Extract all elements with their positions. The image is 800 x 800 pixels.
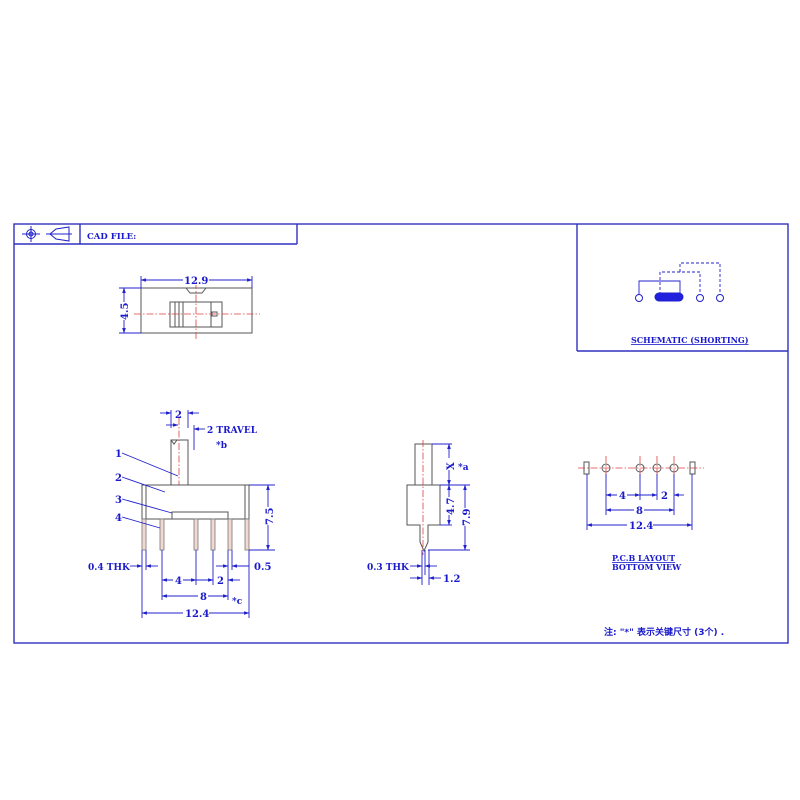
key-dimension-note: 注: "*" 表示关键尺寸 (3个) . <box>604 626 724 638</box>
span-8-dim: 8 <box>200 592 207 603</box>
front-view: 1 2 3 4 2 2 TRAVEL *b 7.5 <box>88 410 276 620</box>
pcb-caption-line2: BOTTOM VIEW <box>612 562 682 572</box>
pcb-pitch-4-dim: 4 <box>619 491 626 502</box>
svg-text:1: 1 <box>115 449 122 460</box>
schematic-symbol <box>635 262 724 302</box>
svg-text:2: 2 <box>115 473 122 484</box>
pin-thickness-dim: 0.4 THK <box>88 563 131 573</box>
side-pin-thickness-dim: 0.3 THK <box>367 563 410 573</box>
third-angle-projection-icon <box>22 226 72 242</box>
cad-file-label: CAD FILE: <box>87 232 136 242</box>
side-pin-width-dim: 1.2 <box>443 574 460 585</box>
actuator-height-dim: X <box>446 462 457 470</box>
pcb-caption-line1: P.C.B LAYOUT <box>612 553 675 563</box>
pcb-layout: 4 2 8 12.4 P.C.B LAYOUT BOTTOM VIEW <box>578 456 704 572</box>
pcb-overall-dim: 12.4 <box>629 521 653 532</box>
height-dim: 7.5 <box>265 508 276 525</box>
actuator-note: *a <box>458 463 469 473</box>
pitch-4-dim: 4 <box>175 576 182 587</box>
schematic-panel: SCHEMATIC (SHORTING) <box>576 224 788 352</box>
total-height-dim: 7.9 <box>462 509 473 526</box>
actuator-width-dim: 2 <box>175 410 182 421</box>
top-height-dim: 4.5 <box>120 303 131 320</box>
side-view: X *a 4.7 7.9 0.3 THK 1.2 <box>367 440 473 585</box>
travel-dim: 2 TRAVEL <box>207 426 258 436</box>
part-callouts: 1 2 3 4 <box>115 449 179 529</box>
pitch-2-dim: 2 <box>217 576 224 587</box>
span-note: *c <box>232 597 243 607</box>
travel-note: *b <box>216 441 227 451</box>
body-height-dim: 4.7 <box>446 498 457 515</box>
overall-width-dim: 12.4 <box>185 609 209 620</box>
schematic-caption: SCHEMATIC (SHORTING) <box>631 335 749 345</box>
pin-width-dim: 0.5 <box>254 562 271 573</box>
top-view: 12.9 4.5 <box>117 273 260 340</box>
pcb-span-8-dim: 8 <box>636 506 643 517</box>
top-width-dim: 12.9 <box>184 276 208 287</box>
pcb-pitch-2-dim: 2 <box>661 491 668 502</box>
svg-text:3: 3 <box>115 495 122 506</box>
svg-text:4: 4 <box>115 513 122 524</box>
title-block: CAD FILE: <box>14 224 298 245</box>
sheet-frame <box>13 223 789 644</box>
terminal-pins <box>141 518 250 551</box>
